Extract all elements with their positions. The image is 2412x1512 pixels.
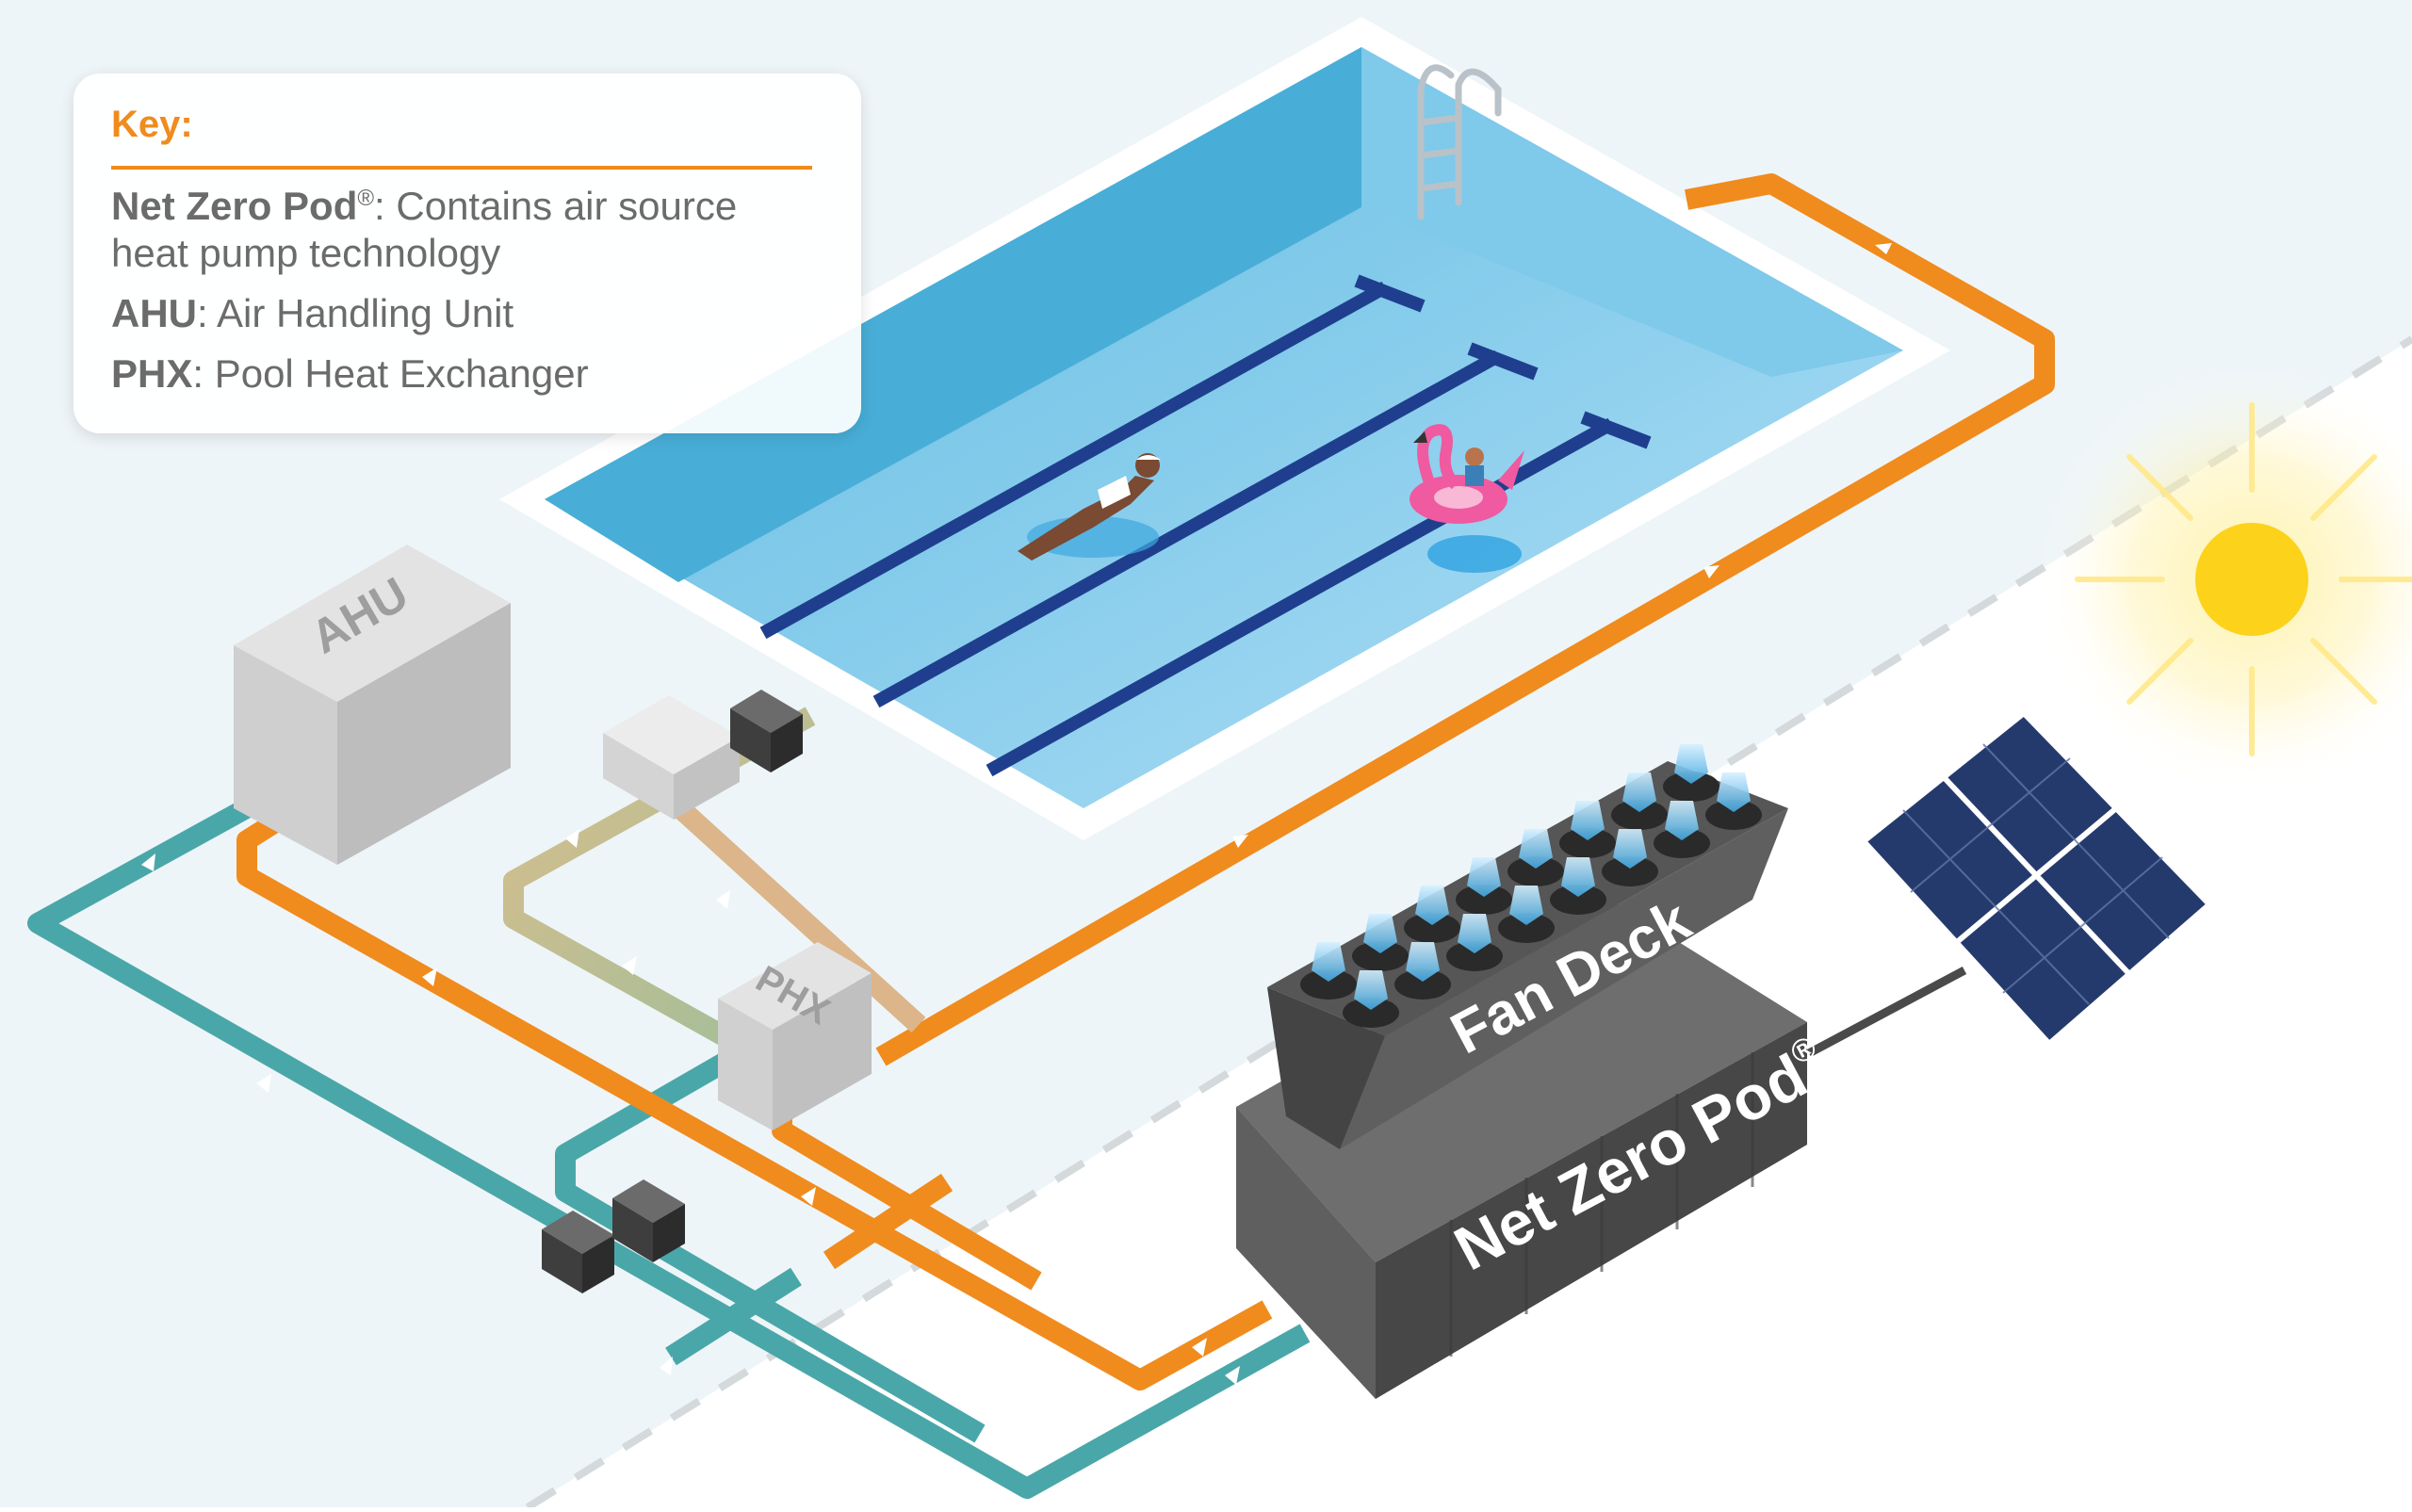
key-item-net-zero-pod: Net Zero Pod®: Contains air source heat … bbox=[111, 183, 823, 277]
ahu-unit: AHU bbox=[234, 545, 511, 865]
net-zero-pod-unit: Net Zero Pod® bbox=[1236, 897, 1822, 1399]
key-legend-card: Key: Net Zero Pod®: Contains air source … bbox=[73, 73, 861, 433]
orange-pipe-pool bbox=[875, 173, 2055, 1066]
orange-pipe-loop bbox=[236, 808, 1273, 1390]
phx-unit: PHX bbox=[718, 942, 872, 1130]
pool-wall-right bbox=[1361, 47, 1903, 377]
valve-box-left bbox=[542, 1211, 614, 1293]
key-desc: : Contains air source heat pump technolo… bbox=[111, 184, 738, 275]
pool-pump-unit bbox=[603, 695, 740, 820]
pool-ladder-icon bbox=[1417, 64, 1502, 220]
sun-icon bbox=[2035, 363, 2412, 796]
tan-pipe-return bbox=[652, 781, 926, 1033]
key-item-ahu: AHU: Air Handling Unit bbox=[111, 290, 823, 337]
key-desc: : Air Handling Unit bbox=[197, 291, 514, 335]
valve-box-right bbox=[612, 1179, 685, 1262]
key-term-sup: ® bbox=[357, 186, 375, 211]
key-term: PHX bbox=[111, 351, 193, 396]
swimmer-icon bbox=[1018, 453, 1161, 561]
flow-arrows bbox=[141, 243, 1892, 1385]
pool-wall-left bbox=[545, 47, 1361, 582]
teal-pipe-cross bbox=[665, 1267, 802, 1366]
key-desc: : Pool Heat Exchanger bbox=[192, 351, 589, 396]
key-term: Net Zero Pod bbox=[111, 184, 358, 228]
orange-pipe-cross bbox=[823, 1173, 953, 1270]
key-title: Key: bbox=[111, 100, 812, 170]
flamingo-float-icon bbox=[1410, 424, 1524, 573]
key-term: AHU bbox=[111, 291, 197, 335]
solar-cable bbox=[1806, 967, 1967, 1057]
solar-panel-icon bbox=[1859, 708, 2214, 1049]
boundary-dashed-line bbox=[525, 335, 2412, 1511]
key-item-phx: PHX: Pool Heat Exchanger bbox=[111, 350, 823, 398]
fan-deck-unit: Fan Deck bbox=[1267, 744, 1788, 1149]
airflow-arrows bbox=[1312, 744, 1751, 1010]
valve-box-top bbox=[730, 690, 803, 772]
fan-deck-fans bbox=[1300, 772, 1762, 1028]
